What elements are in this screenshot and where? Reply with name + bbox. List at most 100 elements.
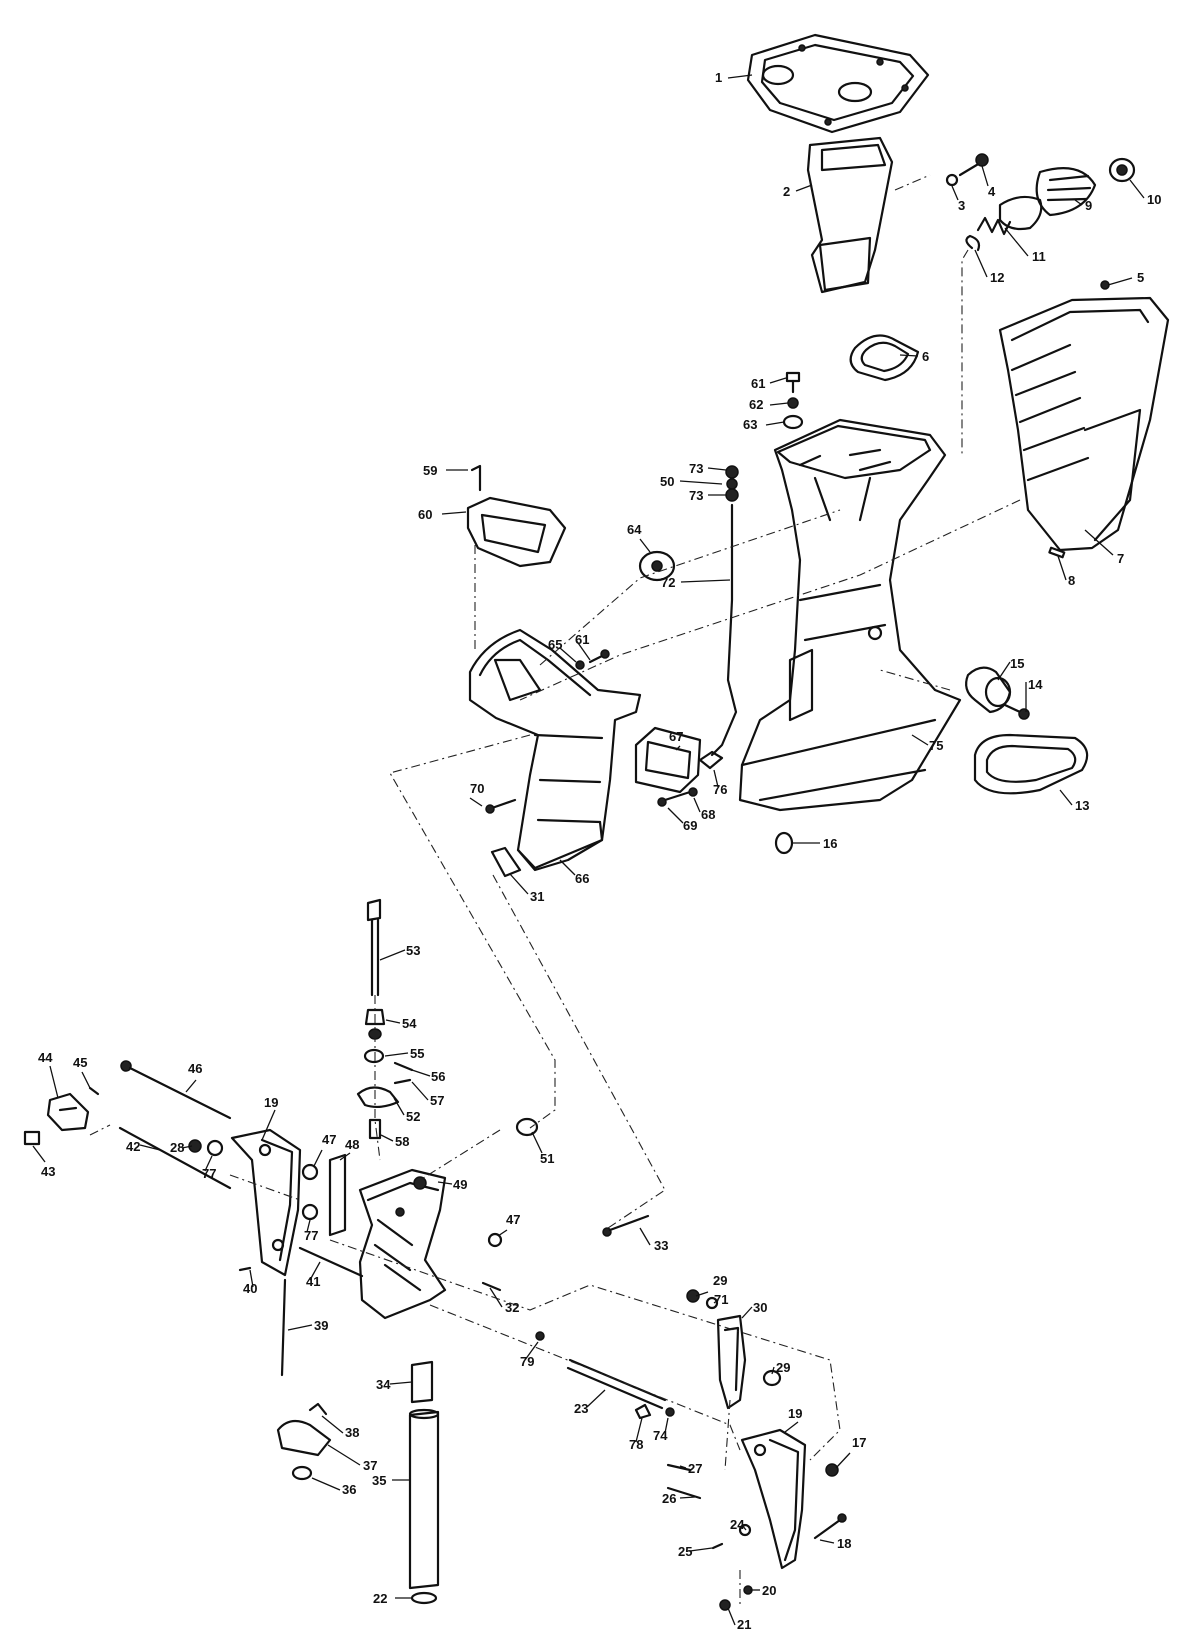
- driveshaft-housing-part: [738, 418, 962, 812]
- pin-8-icon: [1048, 546, 1066, 559]
- leader-line: [204, 1155, 213, 1172]
- leader-line: [379, 949, 406, 961]
- small-parts-24-27: [666, 1463, 752, 1550]
- leader-line: [380, 1134, 394, 1142]
- leader-line: [309, 1261, 321, 1281]
- leader-line: [997, 661, 1011, 681]
- leader-line: [497, 1229, 508, 1237]
- washer-51-icon: [515, 1117, 539, 1137]
- leader-line: [311, 1477, 341, 1491]
- callout-4: 4: [988, 184, 996, 199]
- leader-line: [559, 859, 576, 876]
- callout-61-top: 61: [751, 376, 765, 391]
- leader-line: [32, 1145, 46, 1163]
- callout-16: 16: [823, 836, 837, 851]
- clamp-bracket-right: [740, 1428, 807, 1570]
- callout-61-lower: 61: [575, 632, 589, 647]
- leader-line: [181, 1145, 193, 1149]
- callout-64: 64: [627, 522, 642, 537]
- callout-8: 8: [1068, 573, 1075, 588]
- leader-line: [49, 1065, 59, 1099]
- callout-2: 2: [783, 184, 790, 199]
- small-parts-center: [481, 1232, 503, 1292]
- leader-line: [727, 74, 753, 79]
- callout-35: 35: [372, 1473, 386, 1488]
- callout-24: 24: [730, 1517, 745, 1532]
- callout-47-right: 47: [506, 1212, 520, 1227]
- leader-line: [249, 1269, 254, 1288]
- leader-line: [339, 1152, 351, 1161]
- leader-line: [680, 579, 731, 583]
- leader-line: [185, 1079, 197, 1093]
- callout-48: 48: [345, 1137, 359, 1152]
- leader-line: [411, 1081, 429, 1101]
- callout-40: 40: [243, 1281, 257, 1296]
- rubber-mount-part: [965, 666, 1030, 720]
- callout-6: 6: [922, 349, 929, 364]
- leader-line: [441, 511, 467, 515]
- callout-33: 33: [654, 1238, 668, 1253]
- leader-line: [559, 647, 577, 663]
- leader-line: [689, 1547, 713, 1552]
- callout-17: 17: [852, 1435, 866, 1450]
- callout-52: 52: [406, 1109, 420, 1124]
- leader-line: [741, 1524, 747, 1531]
- callout-3: 3: [958, 198, 965, 213]
- leader-line: [769, 377, 787, 384]
- callout-42: 42: [126, 1139, 140, 1154]
- leader-line: [707, 467, 727, 471]
- leader-line: [437, 1181, 453, 1185]
- callout-14: 14: [1028, 677, 1043, 692]
- bushing-16-icon: [774, 831, 794, 855]
- screw-5-icon: [1100, 280, 1110, 290]
- callout-26: 26: [662, 1491, 676, 1506]
- swivel-tube-parts: [408, 1360, 440, 1605]
- callout-63: 63: [743, 417, 757, 432]
- shift-rod-part: [698, 465, 739, 770]
- callout-27: 27: [688, 1461, 702, 1476]
- callout-57: 57: [430, 1093, 444, 1108]
- leader-line: [769, 402, 789, 406]
- arm-parts-52-57: [356, 1061, 414, 1140]
- callout-29-lower: 29: [776, 1360, 790, 1375]
- seal-part: [849, 334, 920, 382]
- leader-line: [389, 1381, 413, 1385]
- callout-28: 28: [170, 1140, 184, 1155]
- leader-line: [1059, 789, 1073, 806]
- leader-line: [679, 1465, 687, 1469]
- callout-60: 60: [418, 507, 432, 522]
- callout-66: 66: [575, 871, 589, 886]
- assembly-lines: [89, 174, 1021, 1605]
- swivel-bracket-part: [358, 1168, 447, 1320]
- callout-46: 46: [188, 1061, 202, 1076]
- leader-line: [771, 1366, 775, 1375]
- callout-56: 56: [431, 1069, 445, 1084]
- plate-48-part: [328, 1153, 347, 1237]
- callout-36: 36: [342, 1482, 356, 1497]
- callout-12: 12: [990, 270, 1004, 285]
- leader-line: [667, 807, 684, 824]
- callout-77-left: 77: [202, 1166, 216, 1181]
- callout-58: 58: [395, 1134, 409, 1149]
- leader-line: [385, 1019, 401, 1024]
- tilt-tube-parts: [535, 1331, 675, 1420]
- callout-76: 76: [713, 782, 727, 797]
- callout-23: 23: [574, 1401, 588, 1416]
- callout-54: 54: [402, 1016, 417, 1031]
- lever-parts-29-30: [686, 1289, 782, 1410]
- callout-53: 53: [406, 943, 420, 958]
- leader-line: [287, 1324, 313, 1331]
- callout-78: 78: [629, 1437, 643, 1452]
- callout-71: 71: [714, 1292, 728, 1307]
- leader-line: [393, 1097, 405, 1116]
- callout-22: 22: [373, 1591, 387, 1606]
- callout-31: 31: [530, 889, 544, 904]
- leader-line: [664, 1417, 669, 1434]
- leader-line: [327, 1444, 361, 1466]
- callout-19-left: 19: [264, 1095, 278, 1110]
- small-parts-left: [188, 1139, 319, 1221]
- callout-18: 18: [837, 1536, 851, 1551]
- callout-55: 55: [410, 1046, 424, 1061]
- callout-5: 5: [1137, 270, 1144, 285]
- callout-30: 30: [753, 1300, 767, 1315]
